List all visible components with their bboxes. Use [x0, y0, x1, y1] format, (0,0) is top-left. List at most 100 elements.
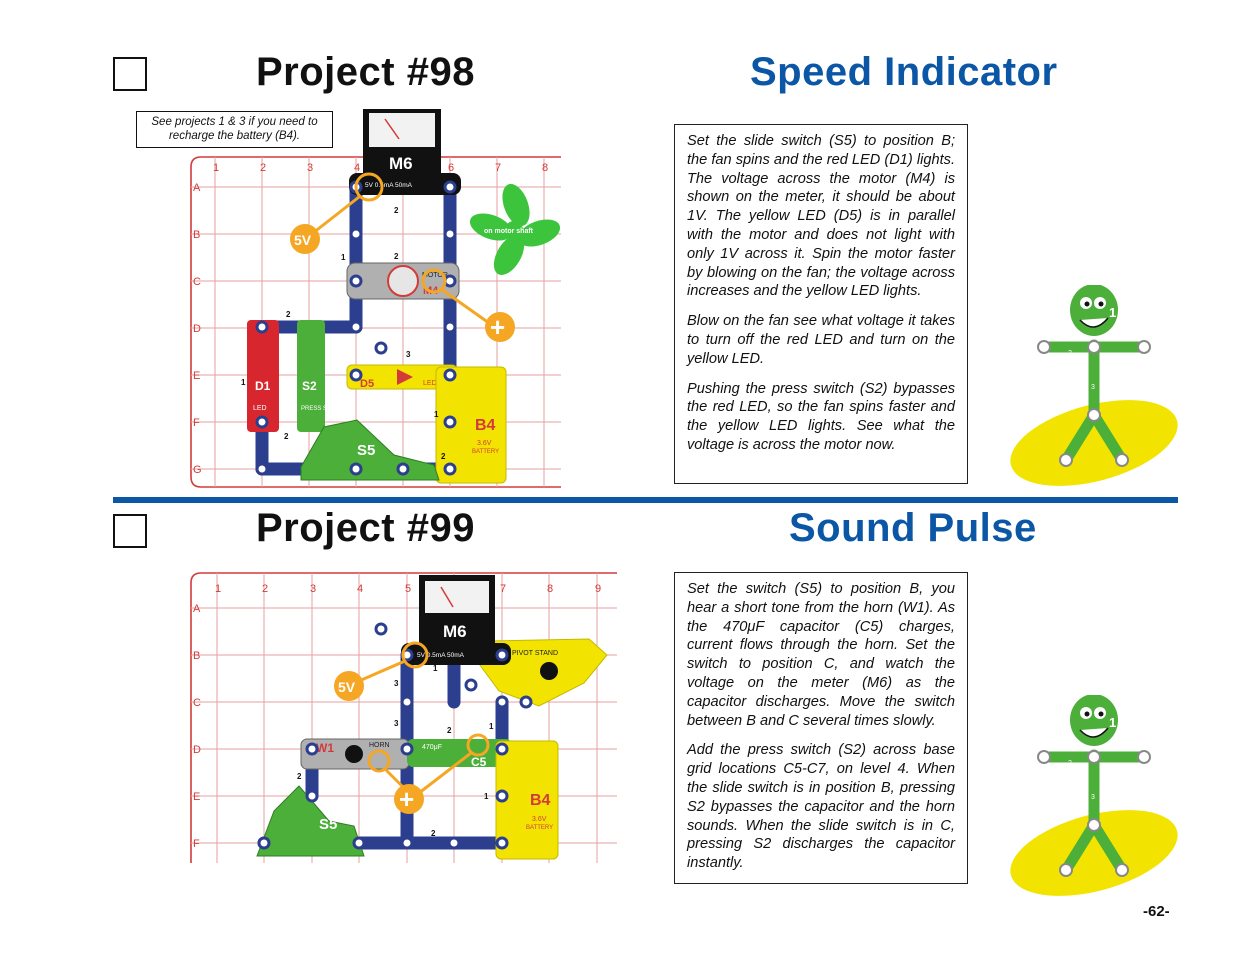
grid-row: B	[193, 229, 200, 241]
snap-number: 2	[284, 432, 289, 441]
voltage-tag	[290, 224, 320, 254]
meter-label: M6	[389, 154, 413, 173]
project98-title: Project #98	[256, 50, 475, 94]
capacitor-c5	[407, 739, 512, 767]
mascot-body-number: 3	[1091, 384, 1095, 391]
press-switch-s2	[297, 320, 325, 432]
grid-col: 3	[310, 583, 316, 595]
mascot-body-number: 3	[1091, 794, 1095, 801]
snap-number: 1	[341, 253, 346, 262]
grid-col: 2	[262, 583, 268, 595]
snap-number: 1	[434, 410, 439, 419]
cap-label: C5	[471, 755, 487, 769]
battery-note: See projects 1 & 3 if you need to rechar…	[136, 111, 333, 148]
battery-voltage: 3.6V	[532, 816, 547, 823]
plus-tag	[394, 784, 424, 814]
plus-tag-label: +	[399, 784, 414, 814]
grid-row: F	[193, 417, 200, 429]
snap-number: 2	[441, 452, 446, 461]
project99-section-title: Sound Pulse	[789, 506, 1037, 550]
grid-col: 7	[495, 162, 501, 174]
battery-b4	[435, 366, 507, 484]
paragraph: Pushing the press switch (S2) bypasses t…	[687, 380, 955, 453]
grid-row: D	[193, 323, 201, 335]
press-switch-label: S2	[302, 379, 317, 393]
mascot-illustration: 1 2 3	[1010, 285, 1178, 486]
snap-number: 3	[394, 719, 399, 728]
battery-b4	[495, 740, 559, 860]
led-d1-text: LED	[253, 405, 267, 412]
slide-label: S5	[357, 442, 375, 459]
paragraph: Add the press switch (S2) across base gr…	[687, 742, 955, 872]
snap-number: 2	[297, 772, 302, 781]
grid-row: F	[193, 838, 200, 850]
snap-number: 2	[394, 206, 399, 215]
grid-col: 5	[405, 583, 411, 595]
project99-circuit-diagram: 1 2 3 4 5 6 7 8 9 A B C D E F W1 HORN C5…	[190, 572, 617, 863]
mascot-arm-number: 2	[1068, 760, 1072, 767]
grid-col: 6	[448, 162, 454, 174]
grid-row: G	[193, 464, 202, 476]
pivot-label: PIVOT STAND	[512, 650, 558, 657]
horn-label: W1	[316, 741, 334, 755]
slide-label: S5	[319, 816, 337, 833]
led-d5-text: LED	[423, 380, 437, 387]
grid-col: 4	[357, 583, 363, 595]
grid-col: 9	[595, 583, 601, 595]
led-d1-label: D1	[255, 379, 271, 393]
meter-label: M6	[443, 622, 467, 641]
snap-number: 3	[394, 679, 399, 688]
project99-checkbox[interactable]	[113, 514, 147, 548]
paragraph: Set the slide switch (S5) to position B;…	[687, 133, 955, 300]
grid-col: 8	[547, 583, 553, 595]
plus-tag-label: +	[490, 312, 505, 342]
mascot-badge: 1	[1109, 305, 1116, 320]
page-number: -62-	[1143, 903, 1170, 920]
grid-row: B	[193, 650, 200, 662]
fan-label: on motor shaft	[484, 228, 534, 235]
section-divider	[113, 497, 1178, 503]
grid-col: 2	[260, 162, 266, 174]
led-d5-label: D5	[360, 378, 374, 390]
mascot-illustration: 1 2 3	[1010, 695, 1178, 896]
grid-row: C	[193, 697, 201, 709]
paragraph: Set the switch (S5) to position B, you h…	[687, 581, 955, 729]
snap-number: 1	[241, 378, 246, 387]
plus-tag	[485, 312, 515, 342]
project98-checkbox[interactable]	[113, 57, 147, 91]
snap-number: 1	[489, 722, 494, 731]
led-d1	[247, 320, 279, 432]
snap-number: 2	[431, 829, 436, 838]
grid-row: D	[193, 744, 201, 756]
project98-section-title: Speed Indicator	[750, 50, 1058, 94]
grid-row: E	[193, 791, 200, 803]
snap-number: 3	[406, 350, 411, 359]
slide-switch-s5	[256, 785, 365, 857]
snap-number: 1	[433, 664, 438, 673]
project98-circuit-diagram: 1 2 3 4 5 6 7 8 A B C D E F G D1 LED S2 …	[190, 109, 561, 488]
grid-row: E	[193, 370, 200, 382]
mascot-arm-number: 2	[1068, 350, 1072, 357]
paragraph: Blow on the fan see what voltage it take…	[687, 313, 955, 367]
press-switch-text: PRESS SWITCH	[301, 406, 347, 412]
voltage-tag	[334, 671, 364, 701]
battery-label: B4	[475, 417, 496, 434]
grid-row: A	[193, 603, 201, 615]
battery-voltage: 3.6V	[477, 440, 492, 447]
horn-text: HORN	[369, 742, 390, 749]
grid-col: 3	[307, 162, 313, 174]
grid-col: 1	[213, 162, 219, 174]
cap-text: 470μF	[422, 744, 442, 751]
grid-row: C	[193, 276, 201, 288]
snap-number: 2	[394, 252, 399, 261]
meter-scale: 5V 0.5mA 50mA	[365, 182, 413, 189]
grid-row: A	[193, 182, 201, 194]
voltage-tag-label: 5V	[294, 232, 312, 248]
snap-number: 2	[286, 310, 291, 319]
battery-text: BATTERY	[472, 449, 499, 455]
motor-text: MOTOR	[422, 272, 448, 279]
meter-scale: 5V 0.5mA 50mA	[417, 652, 465, 659]
mascot-badge: 1	[1109, 715, 1116, 730]
grid-col: 4	[354, 162, 360, 174]
snap-number: 2	[447, 726, 452, 735]
